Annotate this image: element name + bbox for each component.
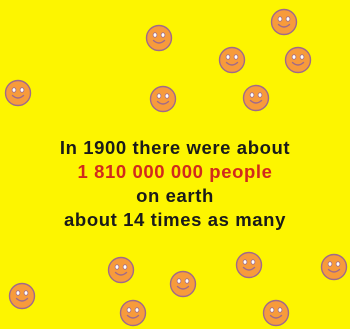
smiley-face-icon bbox=[242, 84, 270, 112]
smiley-face-icon bbox=[145, 24, 173, 52]
population-caption: In 1900 there were about 1 810 000 000 p… bbox=[0, 136, 350, 232]
smiley-face-icon bbox=[218, 46, 246, 74]
caption-line-2-people-count: 1 810 000 000 people bbox=[77, 161, 273, 182]
smiley-face-icon bbox=[235, 251, 263, 279]
smiley-face-icon bbox=[284, 46, 312, 74]
smiley-face-icon bbox=[119, 299, 147, 327]
smiley-face-icon bbox=[262, 299, 290, 327]
smiley-face-icon bbox=[320, 253, 348, 281]
smiley-face-icon bbox=[8, 282, 36, 310]
caption-line-1: In 1900 there were about bbox=[59, 137, 291, 158]
smiley-face-icon bbox=[4, 79, 32, 107]
caption-line-4: about 14 times as many bbox=[64, 209, 286, 230]
smiley-face-icon bbox=[107, 256, 135, 284]
smiley-face-icon bbox=[169, 270, 197, 298]
caption-line-3: on earth bbox=[136, 185, 214, 206]
smiley-face-icon bbox=[149, 85, 177, 113]
smiley-face-icon bbox=[270, 8, 298, 36]
